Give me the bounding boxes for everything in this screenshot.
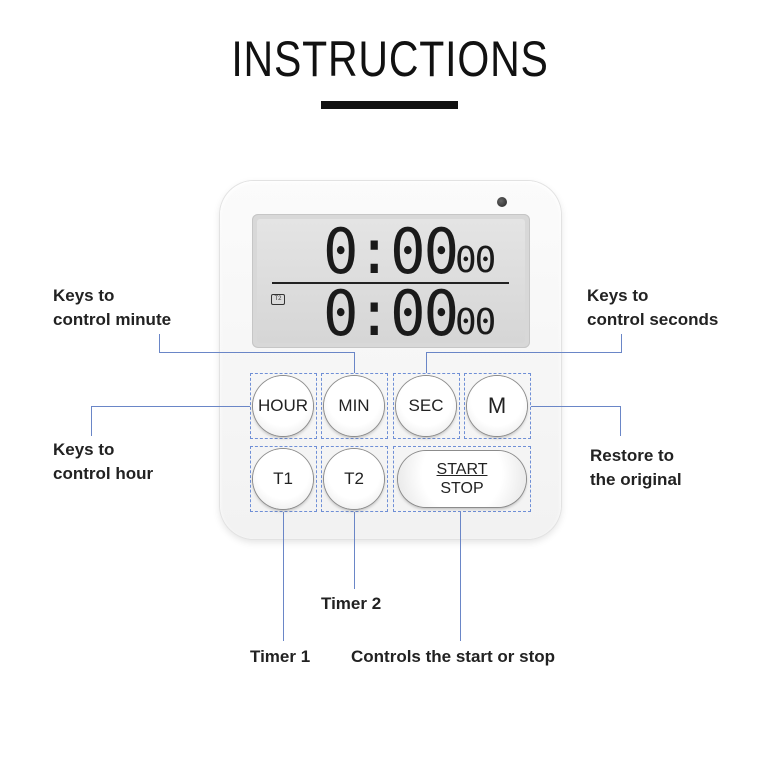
timer2-callout-line bbox=[354, 512, 355, 589]
timer1-callout: Timer 1 bbox=[250, 647, 311, 666]
seconds-callout-line2: control seconds bbox=[587, 310, 719, 329]
sec-button[interactable]: SEC bbox=[396, 376, 456, 436]
min-button[interactable]: MIN bbox=[324, 376, 384, 436]
timer1-callout-line bbox=[283, 512, 284, 641]
stop-label: STOP bbox=[440, 480, 484, 497]
hour-callout-line1: Keys to bbox=[53, 440, 115, 459]
t2-key-box bbox=[321, 446, 388, 512]
title-underline bbox=[321, 101, 458, 109]
minute-callout-line-v2 bbox=[354, 352, 355, 373]
timer1-main-digits: 0:00 bbox=[323, 215, 459, 288]
timer2-main-digits: 0:00 bbox=[323, 277, 459, 350]
hour-callout-line-h bbox=[91, 406, 250, 407]
restore-callout-line-h bbox=[531, 406, 621, 407]
seconds-callout-line1: Keys to bbox=[587, 286, 649, 305]
start-stop-button[interactable]: START STOP bbox=[398, 451, 526, 507]
timer1-second-digits: 00 bbox=[455, 240, 496, 281]
light-sensor-icon bbox=[497, 197, 507, 207]
t2-indicator-icon: T2 bbox=[271, 294, 285, 305]
start-stop-callout-line bbox=[460, 512, 461, 641]
memory-key-box bbox=[464, 373, 531, 439]
start-label: START bbox=[436, 461, 488, 478]
seconds-callout: Keys to control seconds bbox=[587, 284, 718, 332]
minute-callout-line-v1 bbox=[159, 334, 160, 352]
minute-callout: Keys to control minute bbox=[53, 284, 171, 332]
minute-callout-line2: control minute bbox=[53, 310, 172, 329]
min-key-box bbox=[321, 373, 388, 439]
start-stop-key-box bbox=[393, 446, 531, 512]
timer2-second-digits: 00 bbox=[455, 302, 496, 343]
minute-callout-line1: Keys to bbox=[53, 286, 115, 305]
t1-key-box bbox=[250, 446, 317, 512]
restore-callout-line2: the original bbox=[590, 470, 682, 489]
hour-key-box bbox=[250, 373, 317, 439]
hour-callout-line-v bbox=[91, 406, 92, 436]
memory-button[interactable]: M bbox=[467, 376, 527, 436]
sec-key-box bbox=[393, 373, 460, 439]
lcd-screen bbox=[257, 219, 525, 343]
lcd-divider bbox=[272, 282, 509, 284]
t2-button[interactable]: T2 bbox=[324, 449, 384, 509]
hour-callout: Keys to control hour bbox=[53, 438, 153, 486]
minute-callout-line-h bbox=[159, 352, 355, 353]
hour-button[interactable]: HOUR bbox=[253, 376, 313, 436]
start-stop-callout: Controls the start or stop bbox=[351, 647, 556, 666]
seconds-callout-line-v2 bbox=[426, 352, 427, 373]
seconds-callout-line-h bbox=[426, 352, 622, 353]
t1-button[interactable]: T1 bbox=[253, 449, 313, 509]
seconds-callout-line-v1 bbox=[621, 334, 622, 352]
hour-callout-line2: control hour bbox=[53, 464, 154, 483]
restore-callout-line-v bbox=[620, 406, 621, 436]
restore-callout-line1: Restore to bbox=[590, 446, 675, 465]
restore-callout: Restore to the original bbox=[590, 444, 682, 492]
page-title: INSTRUCTIONS bbox=[231, 31, 549, 87]
timer2-callout: Timer 2 bbox=[321, 594, 382, 613]
